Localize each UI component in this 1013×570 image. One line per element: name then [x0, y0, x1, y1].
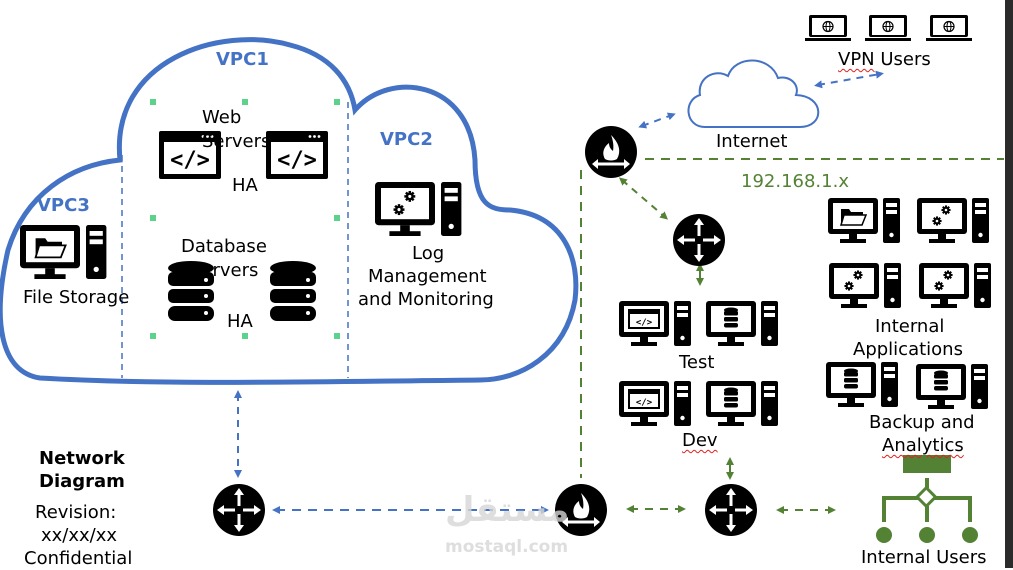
- dev-label: Dev: [682, 430, 718, 451]
- db-ha-label: HA: [227, 311, 253, 332]
- internal-app-folder-workstation-icon: [828, 198, 900, 243]
- log-mgmt-label-line2: Management: [368, 266, 487, 287]
- file-storage-label: File Storage: [23, 287, 130, 308]
- legend-title-line1: Network: [39, 448, 125, 469]
- log-mgmt-label-line1: Log: [412, 243, 445, 264]
- internet-cloud-icon: [687, 59, 820, 128]
- internal-apps-label-line2: Applications: [853, 339, 963, 360]
- legend-classification: Confidential: [24, 548, 133, 569]
- vpn-laptop-icon: [804, 14, 852, 42]
- core-router-icon[interactable]: [703, 482, 759, 538]
- link-firewall-router: [618, 177, 669, 220]
- internet-label: Internet: [716, 131, 788, 152]
- vpn-laptop-icon: [864, 14, 912, 42]
- web-servers-label-line1: Web: [202, 107, 242, 128]
- internal-apps-label-line1: Internal: [875, 316, 945, 337]
- vpc3-label: VPC3: [37, 195, 90, 216]
- vpn-abbr: VPN: [838, 49, 875, 70]
- internet-firewall-icon[interactable]: [583, 124, 639, 180]
- cloud-boundary: [0, 37, 579, 385]
- web-servers-label-line2: Servers: [202, 131, 271, 152]
- vpc1-label: VPC1: [216, 49, 269, 70]
- legend-revision-label: Revision:: [35, 502, 117, 523]
- users-word: Users: [880, 49, 931, 70]
- vpn-laptop-icon: [925, 14, 973, 42]
- internal-app-gear-workstation-icon: [919, 263, 991, 308]
- internal-users-hierarchy-icon: [876, 455, 978, 543]
- vpn-users-label: VPN Users: [838, 49, 931, 71]
- test-code-workstation-icon: [619, 301, 691, 346]
- watermark-arabic: مستقل: [445, 490, 570, 530]
- link-vpn-internet: [814, 70, 884, 89]
- cloud-router-icon[interactable]: [211, 482, 267, 538]
- web-server-icon: [266, 131, 328, 179]
- backup-label-line1: Backup and: [869, 412, 975, 433]
- web-ha-label: HA: [232, 175, 258, 196]
- watermark-latin: mostaql.com: [445, 537, 569, 557]
- dev-db-workstation-icon: [706, 381, 778, 426]
- backup-label-line2: Analytics: [882, 435, 964, 456]
- test-db-workstation-icon: [706, 301, 778, 346]
- dev-code-workstation-icon: [619, 381, 691, 426]
- link-internet-firewall: [638, 112, 676, 129]
- subnet-label: 192.168.1.x: [741, 171, 849, 192]
- legend-revision-value: xx/xx/xx: [41, 525, 118, 546]
- test-label: Test: [679, 352, 715, 373]
- legend-title-line2: Diagram: [39, 471, 125, 492]
- selection-handles: [150, 99, 340, 339]
- internal-users-label: Internal Users: [861, 547, 987, 568]
- log-mgmt-label-line3: and Monitoring: [358, 289, 494, 310]
- internal-app-gear-workstation-icon: [829, 263, 901, 308]
- vpc2-label: VPC2: [380, 129, 433, 150]
- db-servers-label-line2: Servers: [190, 260, 259, 281]
- lan-router-icon[interactable]: [671, 212, 727, 268]
- backup-db-workstation-icon: [826, 362, 898, 407]
- backup-db-workstation-icon: [916, 364, 988, 409]
- db-servers-label-line1: Database: [181, 236, 267, 257]
- internal-app-gear-workstation-icon: [917, 198, 989, 243]
- database-server-icon: [270, 261, 316, 321]
- window-edge-border: [1005, 0, 1013, 568]
